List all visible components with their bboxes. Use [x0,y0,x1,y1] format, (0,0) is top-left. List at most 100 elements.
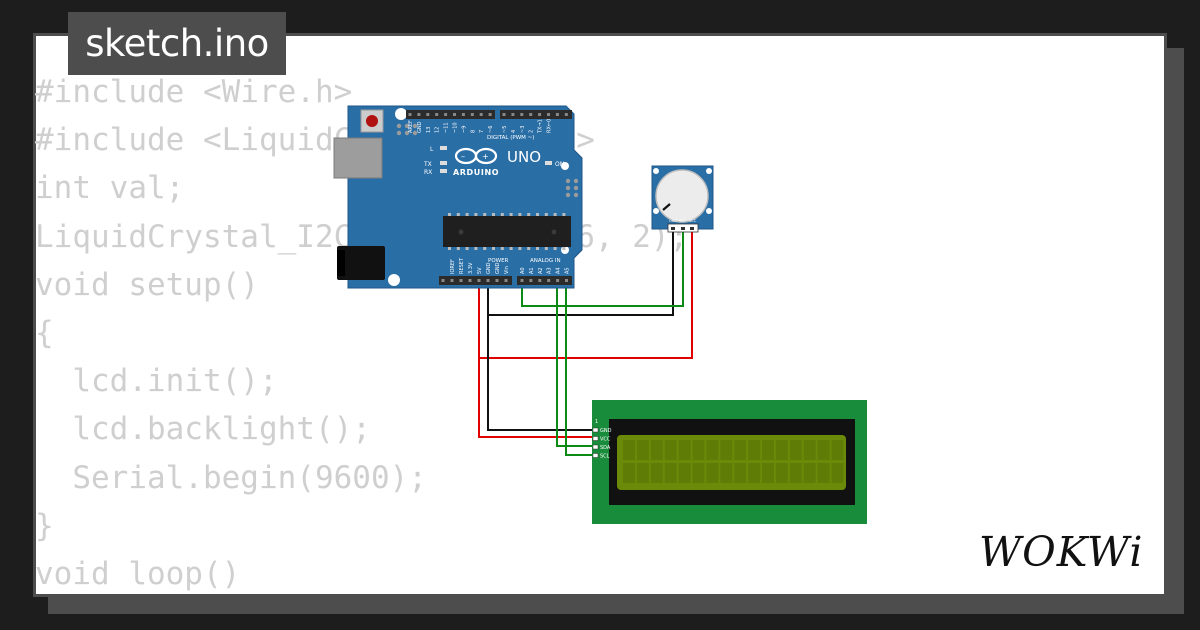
header-pin[interactable] [520,113,524,116]
code-line: int val; [35,170,185,207]
lcd-char-cell [817,440,830,460]
lcd-char-cell [720,463,733,483]
pin-label: VCC [600,437,611,443]
pin-label: RESET [459,257,465,274]
lcd-pin[interactable] [592,427,599,433]
reset-button-cap[interactable] [366,115,378,127]
pin-label: A4 [556,267,562,274]
header-pin[interactable] [486,279,490,282]
mount-hole [706,208,712,214]
wire-lcd-vcc[interactable] [478,358,596,438]
header-pin[interactable] [450,279,454,282]
pin-label: SCL [600,454,610,460]
header-pin[interactable] [495,279,499,282]
header-pin[interactable] [511,113,515,116]
arduino-brand-label: ARDUINO [453,168,499,177]
header-pin[interactable] [417,113,421,116]
lcd-char-cell [623,463,635,483]
lcd-char-cell [748,440,761,460]
lcd-char-cell [789,463,802,483]
pin-label: ~10 [453,122,459,133]
wire-lcd-sda[interactable] [556,280,596,447]
lcd-char-cell [720,440,733,460]
header-pin[interactable] [408,113,412,116]
pin-label: 12 [435,127,441,133]
header-pin[interactable] [564,113,568,116]
mount-hole [706,168,712,174]
pin-label: Vin [504,266,510,274]
header-pin[interactable] [468,279,472,282]
lcd-char-cell [678,463,691,483]
header-pin[interactable] [504,279,508,282]
pin-label: 3.3V [468,262,474,274]
wire-pot-gnd[interactable] [487,232,674,316]
usb-port [333,137,383,179]
led-tx-label: TX [423,161,432,168]
lcd-char-cell [692,440,705,460]
svg-text:–: – [461,152,465,161]
power-header-label: POWER [488,258,509,264]
pin-label: SIG [679,219,685,223]
potentiometer-knob[interactable] [655,169,709,223]
pin-label: ~6 [488,126,494,133]
header-pin[interactable] [547,279,551,282]
header-pin[interactable] [520,279,524,282]
mount-hole [388,274,400,286]
header-pin[interactable] [529,279,533,282]
header-pin[interactable] [538,279,542,282]
lcd-pin[interactable] [592,444,599,450]
header-pin[interactable] [488,113,492,116]
header-pin[interactable] [547,113,550,116]
header-pin[interactable] [441,279,445,282]
lcd-char-cell [664,463,677,483]
header-pin[interactable] [555,113,559,116]
lcd-char-cell [817,463,830,483]
pin-label: 4 [511,130,517,133]
mount-hole [395,108,407,120]
lcd-char-cell [650,440,663,460]
header-pin[interactable] [477,279,481,282]
wires [478,232,693,456]
wire-lcd-scl[interactable] [565,280,596,456]
code-line: lcd.init(); [35,363,278,400]
header-pin[interactable] [453,113,456,116]
header-pin[interactable] [444,113,448,116]
header-pin[interactable] [556,279,560,282]
lcd-pin[interactable] [592,436,599,441]
pin-label: 7 [479,130,485,133]
code-line: lcd.backlight(); [35,411,371,448]
wire-pot-sig[interactable] [521,232,684,307]
lcd-char-cell [678,440,691,460]
header-pin[interactable] [470,113,474,116]
atmega-chip [443,216,571,247]
lcd-pin[interactable] [592,453,599,458]
pin-label: AREF [408,120,414,133]
header-pin[interactable] [479,113,483,116]
pin-label: A3 [547,267,553,274]
pin-label: VCC [689,219,697,223]
lcd-char-cell [664,440,677,460]
lcd-char-cell [650,463,663,483]
filename-tab[interactable]: sketch.ino [68,12,286,75]
header-pin[interactable] [502,113,506,116]
wire-pot-vcc[interactable] [478,232,693,359]
header-pin[interactable] [538,113,542,116]
header-pin[interactable] [461,113,465,116]
header-pin[interactable] [459,279,463,282]
led-tx [440,161,447,165]
header-pin[interactable] [435,113,439,116]
pin-label: SDA [600,445,611,451]
wokwi-logo: WOKWi [979,528,1142,576]
mount-hole [653,208,659,214]
pin-label: ~3 [520,126,526,133]
pin-label: ~5 [502,126,508,133]
wire-lcd-gnd[interactable] [487,316,596,431]
header-pin[interactable] [565,279,568,282]
header-pin[interactable] [426,113,430,116]
header-pin[interactable] [529,113,533,116]
code-line: } [35,507,54,544]
arduino-logo-icon [454,147,498,165]
